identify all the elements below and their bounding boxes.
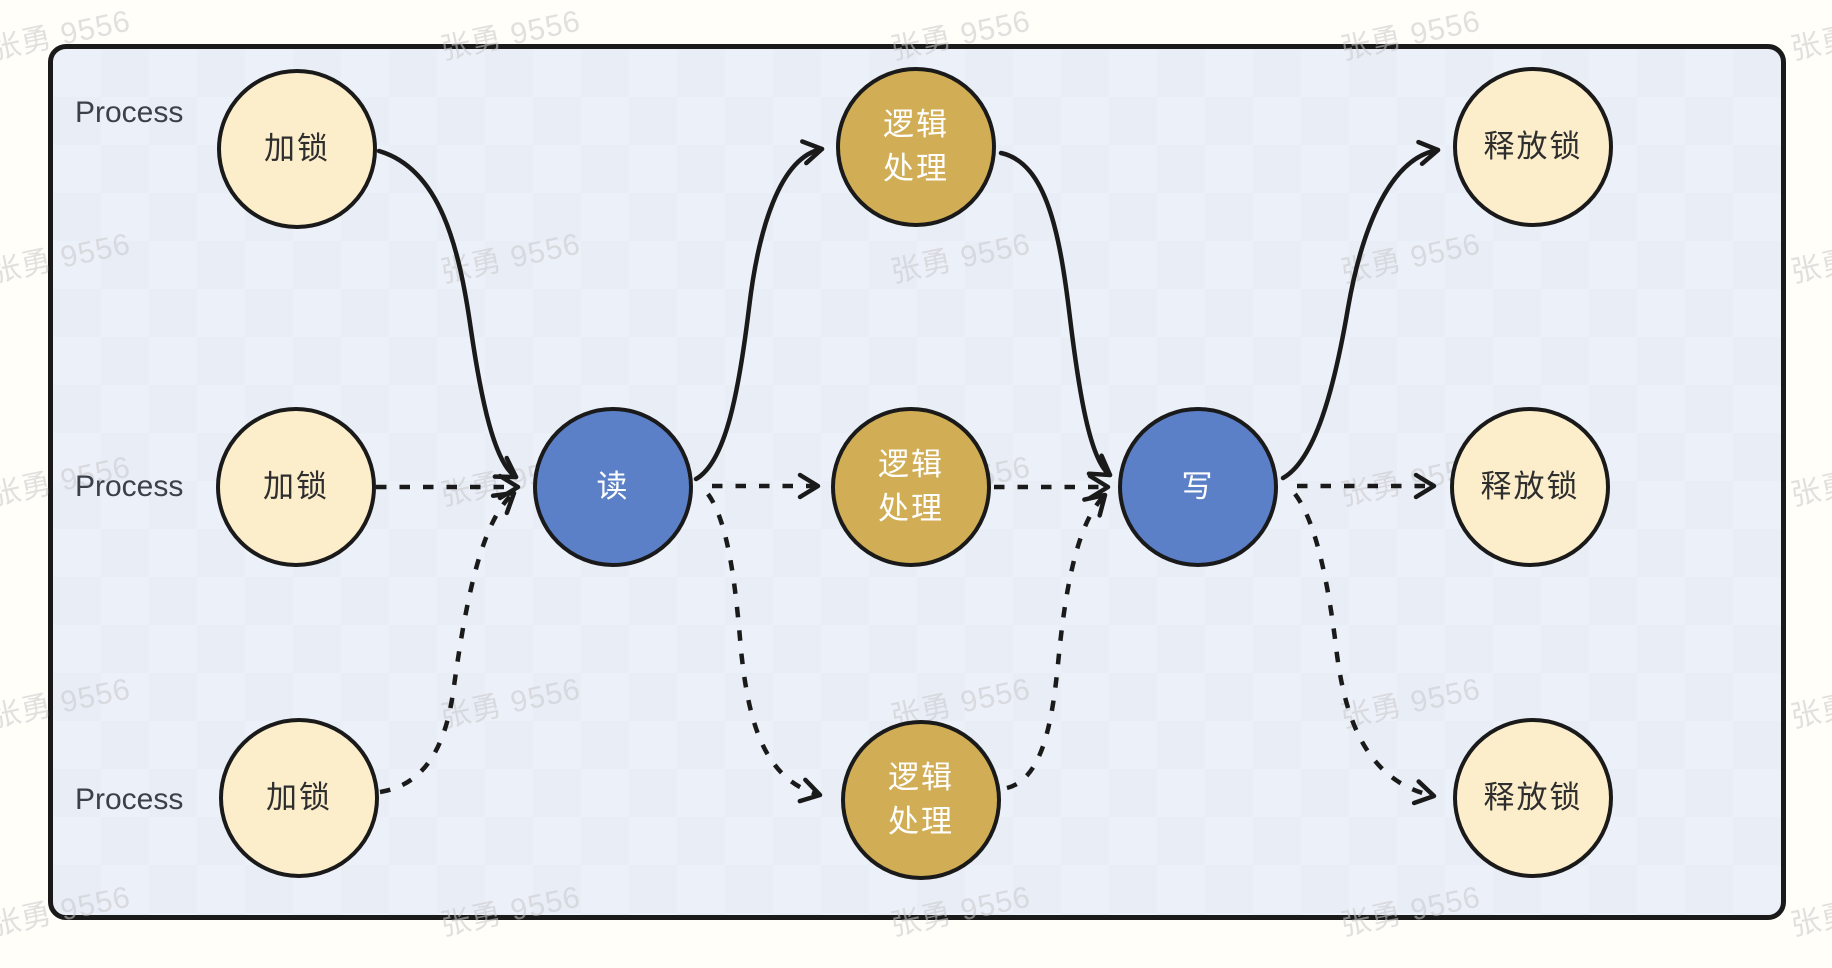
edge-write-release1 [1280,139,1441,481]
edge-logic3-write [1006,492,1108,791]
node-label: 逻辑处理 [883,107,949,186]
node-label: 加锁 [263,469,329,504]
node-write: 写 [1118,407,1278,567]
node-lock-row1: 加锁 [217,69,377,229]
node-label: 释放锁 [1483,780,1583,815]
node-release-row2: 释放锁 [1450,407,1610,567]
process-label-row1: Process [75,96,184,129]
node-label: 释放锁 [1483,129,1583,164]
edge-logic1-write [998,150,1113,478]
edge-lock1-read [376,148,519,480]
node-label: 读 [596,469,630,504]
process-label-row3: Process [75,783,184,816]
node-read: 读 [533,407,693,567]
process-label-row2: Process [75,470,184,503]
node-release-row1: 释放锁 [1453,67,1613,227]
node-label: 写 [1181,469,1215,504]
node-label: 逻辑处理 [878,447,944,526]
node-label: 逻辑处理 [888,760,954,839]
edge-read-logic3 [706,492,823,804]
node-label: 释放锁 [1480,469,1580,504]
edge-read-logic1 [693,139,825,482]
node-release-row3: 释放锁 [1453,718,1613,878]
node-logic-row3: 逻辑处理 [841,720,1001,880]
edge-write-release3 [1293,492,1437,806]
edge-lock3-read [379,490,517,795]
node-label: 加锁 [264,131,330,166]
node-lock-row3: 加锁 [219,718,379,878]
node-label: 加锁 [266,780,332,815]
node-lock-row2: 加锁 [216,407,376,567]
node-logic-row2: 逻辑处理 [831,407,991,567]
node-logic-row1: 逻辑处理 [836,67,996,227]
